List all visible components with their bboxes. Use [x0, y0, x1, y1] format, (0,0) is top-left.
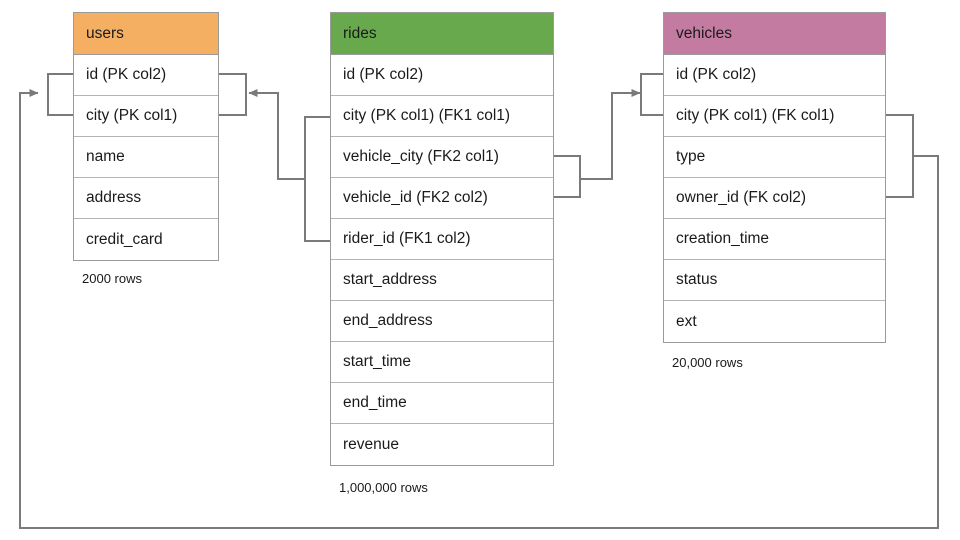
- field-label: owner_id (FK col2): [676, 189, 807, 206]
- field-label: vehicle_id (FK2 col2): [343, 189, 488, 206]
- field-label: ext: [676, 312, 697, 330]
- field-label: address: [86, 189, 142, 206]
- field-label: end_time: [343, 394, 407, 411]
- connector-users-right-bracket: [219, 73, 247, 116]
- entity-rides-title: rides: [343, 24, 377, 42]
- field-users-name[interactable]: name: [74, 137, 218, 178]
- field-label: revenue: [343, 435, 400, 453]
- connector-rides-to-users: [248, 89, 330, 242]
- field-vehicles-owner-id[interactable]: owner_id (FK col2): [664, 178, 885, 219]
- connector-vehicles-left-bracket: [640, 73, 663, 116]
- connector-rides-to-vehicles: [554, 89, 641, 198]
- field-vehicles-status[interactable]: status: [664, 260, 885, 301]
- entity-users-rowcount: 2000 rows: [82, 271, 142, 286]
- field-vehicles-creation-time[interactable]: creation_time: [664, 219, 885, 260]
- entity-users-header: users: [74, 13, 218, 55]
- entity-users[interactable]: users id (PK col2) city (PK col1) name a…: [73, 12, 219, 261]
- field-label: credit_card: [86, 230, 163, 248]
- field-users-address[interactable]: address: [74, 178, 218, 219]
- field-label: id (PK col2): [676, 66, 757, 83]
- field-rides-start-address[interactable]: start_address: [331, 260, 553, 301]
- field-rides-start-time[interactable]: start_time: [331, 342, 553, 383]
- field-label: vehicle_city (FK2 col1): [343, 148, 499, 165]
- entity-vehicles[interactable]: vehicles id (PK col2) city (PK col1) (FK…: [663, 12, 886, 343]
- field-label: city (PK col1) (FK1 col1): [343, 107, 511, 124]
- field-users-city[interactable]: city (PK col1): [74, 96, 218, 137]
- connector-users-left-bracket: [47, 73, 73, 116]
- field-rides-id[interactable]: id (PK col2): [331, 55, 553, 96]
- entity-rides-rowcount: 1,000,000 rows: [339, 480, 428, 495]
- entity-vehicles-header: vehicles: [664, 13, 885, 55]
- field-label: city (PK col1): [86, 107, 178, 124]
- field-label: type: [676, 148, 706, 165]
- field-vehicles-ext[interactable]: ext: [664, 301, 885, 342]
- field-vehicles-city[interactable]: city (PK col1) (FK col1): [664, 96, 885, 137]
- entity-vehicles-rowcount: 20,000 rows: [672, 355, 743, 370]
- field-label: id (PK col2): [86, 66, 167, 83]
- field-rides-end-address[interactable]: end_address: [331, 301, 553, 342]
- field-label: creation_time: [676, 230, 770, 247]
- field-label: id (PK col2): [343, 66, 424, 83]
- field-label: name: [86, 148, 125, 165]
- field-label: start_time: [343, 353, 412, 370]
- field-rides-vehicle-id[interactable]: vehicle_id (FK2 col2): [331, 178, 553, 219]
- field-vehicles-id[interactable]: id (PK col2): [664, 55, 885, 96]
- field-rides-rider-id[interactable]: rider_id (FK1 col2): [331, 219, 553, 260]
- field-vehicles-type[interactable]: type: [664, 137, 885, 178]
- field-rides-city[interactable]: city (PK col1) (FK1 col1): [331, 96, 553, 137]
- field-label: rider_id (FK1 col2): [343, 230, 471, 247]
- field-users-id[interactable]: id (PK col2): [74, 55, 218, 96]
- field-label: city (PK col1) (FK col1): [676, 107, 835, 124]
- entity-rides[interactable]: rides id (PK col2) city (PK col1) (FK1 c…: [330, 12, 554, 466]
- entity-vehicles-title: vehicles: [676, 24, 732, 42]
- entity-users-title: users: [86, 24, 124, 42]
- entity-rides-header: rides: [331, 13, 553, 55]
- field-label: status: [676, 271, 718, 288]
- field-label: end_address: [343, 312, 433, 329]
- field-users-credit-card[interactable]: credit_card: [74, 219, 218, 260]
- field-label: start_address: [343, 271, 437, 288]
- field-rides-vehicle-city[interactable]: vehicle_city (FK2 col1): [331, 137, 553, 178]
- field-rides-end-time[interactable]: end_time: [331, 383, 553, 424]
- field-rides-revenue[interactable]: revenue: [331, 424, 553, 465]
